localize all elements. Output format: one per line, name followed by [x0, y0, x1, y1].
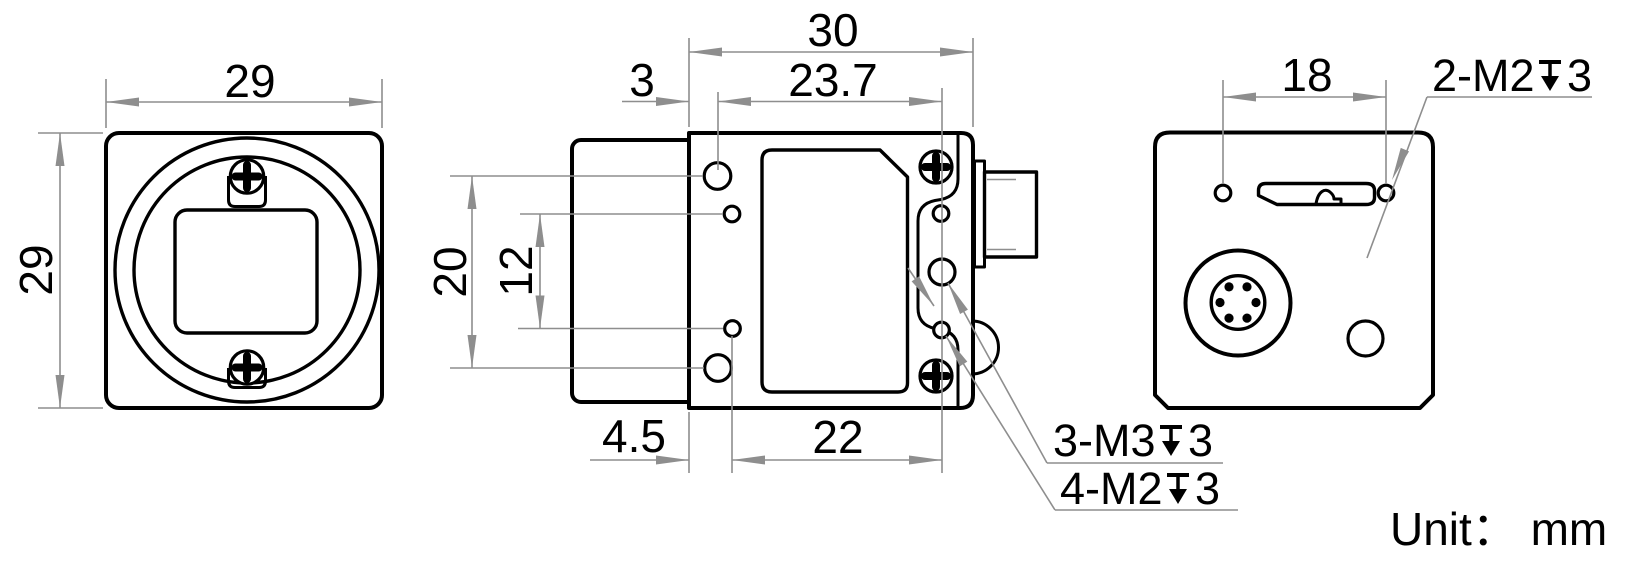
back-m2-label-prefix: 2-M2 — [1432, 50, 1535, 101]
m3-thread-hole — [703, 353, 733, 383]
phillips-cross-icon — [231, 161, 263, 192]
depth-symbol-icon — [1539, 60, 1561, 91]
side-view: 30 3 23.7 20 12 4.5 — [424, 4, 1238, 514]
m2-thread-label: 4-M2 3 — [1060, 463, 1220, 514]
m3-label-prefix: 3-M3 — [1053, 415, 1156, 466]
dim-side-inner-hole-spacing: 12 — [490, 245, 542, 296]
led-indicator-hole — [1346, 319, 1385, 358]
depth-symbol-icon — [1160, 425, 1182, 456]
side-dimensions: 30 3 23.7 20 12 4.5 — [424, 4, 974, 473]
dim-side-lens-offset: 3 — [629, 54, 655, 106]
data-port-latch — [1314, 188, 1343, 205]
unit-note: Unit： mm — [1390, 503, 1607, 555]
screw-slot-top — [227, 176, 267, 208]
back-m2-label-depth: 3 — [1567, 50, 1592, 101]
side-thread-callouts: 3-M3 3 4-M2 3 — [907, 267, 1238, 514]
dim-side-bottom-offset: 4.5 — [602, 410, 666, 462]
front-dimensions: 29 29 — [10, 55, 383, 409]
data-port-outline — [1256, 181, 1377, 207]
m2-thread-hole — [723, 319, 742, 338]
m3-thread-label: 3-M3 3 — [1053, 415, 1213, 466]
m2-thread-hole — [722, 204, 742, 224]
side-panel-outline — [760, 148, 910, 394]
phillips-cross-icon — [921, 152, 951, 182]
depth-symbol-icon — [1167, 473, 1189, 504]
power-connector-pins — [1215, 282, 1261, 323]
m2-thread-hole — [931, 204, 951, 223]
lens-barrel-outline — [570, 138, 699, 404]
phillips-cross-icon — [231, 352, 263, 383]
dim-side-outer-hole-spacing: 20 — [424, 246, 476, 297]
dim-side-total-width: 30 — [807, 4, 858, 56]
dim-side-top-hole-span: 23.7 — [788, 54, 878, 106]
m2-label-prefix: 4-M2 — [1060, 463, 1163, 514]
back-m2-thread-label: 2-M2 3 — [1432, 50, 1592, 101]
back-dimensions: 18 — [1222, 49, 1592, 259]
front-view: 29 29 — [10, 55, 384, 410]
screw-slot-bottom — [227, 368, 267, 389]
phillips-cross-icon — [921, 361, 951, 391]
dim-front-width: 29 — [224, 55, 275, 107]
connector-body — [982, 170, 1039, 259]
m2-thread-hole — [1213, 183, 1233, 203]
sensor-window — [173, 208, 319, 335]
power-connector-inner — [1209, 274, 1267, 332]
dim-front-height: 29 — [10, 244, 62, 295]
m2-label-depth: 3 — [1195, 463, 1220, 514]
back-view: 18 2-M2 3 — [1153, 49, 1592, 410]
dim-back-hole-span: 18 — [1281, 49, 1332, 101]
side-boss-bulge — [971, 319, 1000, 376]
m3-label-depth: 3 — [1188, 415, 1213, 466]
dim-side-bottom-hole-span: 22 — [812, 411, 863, 463]
